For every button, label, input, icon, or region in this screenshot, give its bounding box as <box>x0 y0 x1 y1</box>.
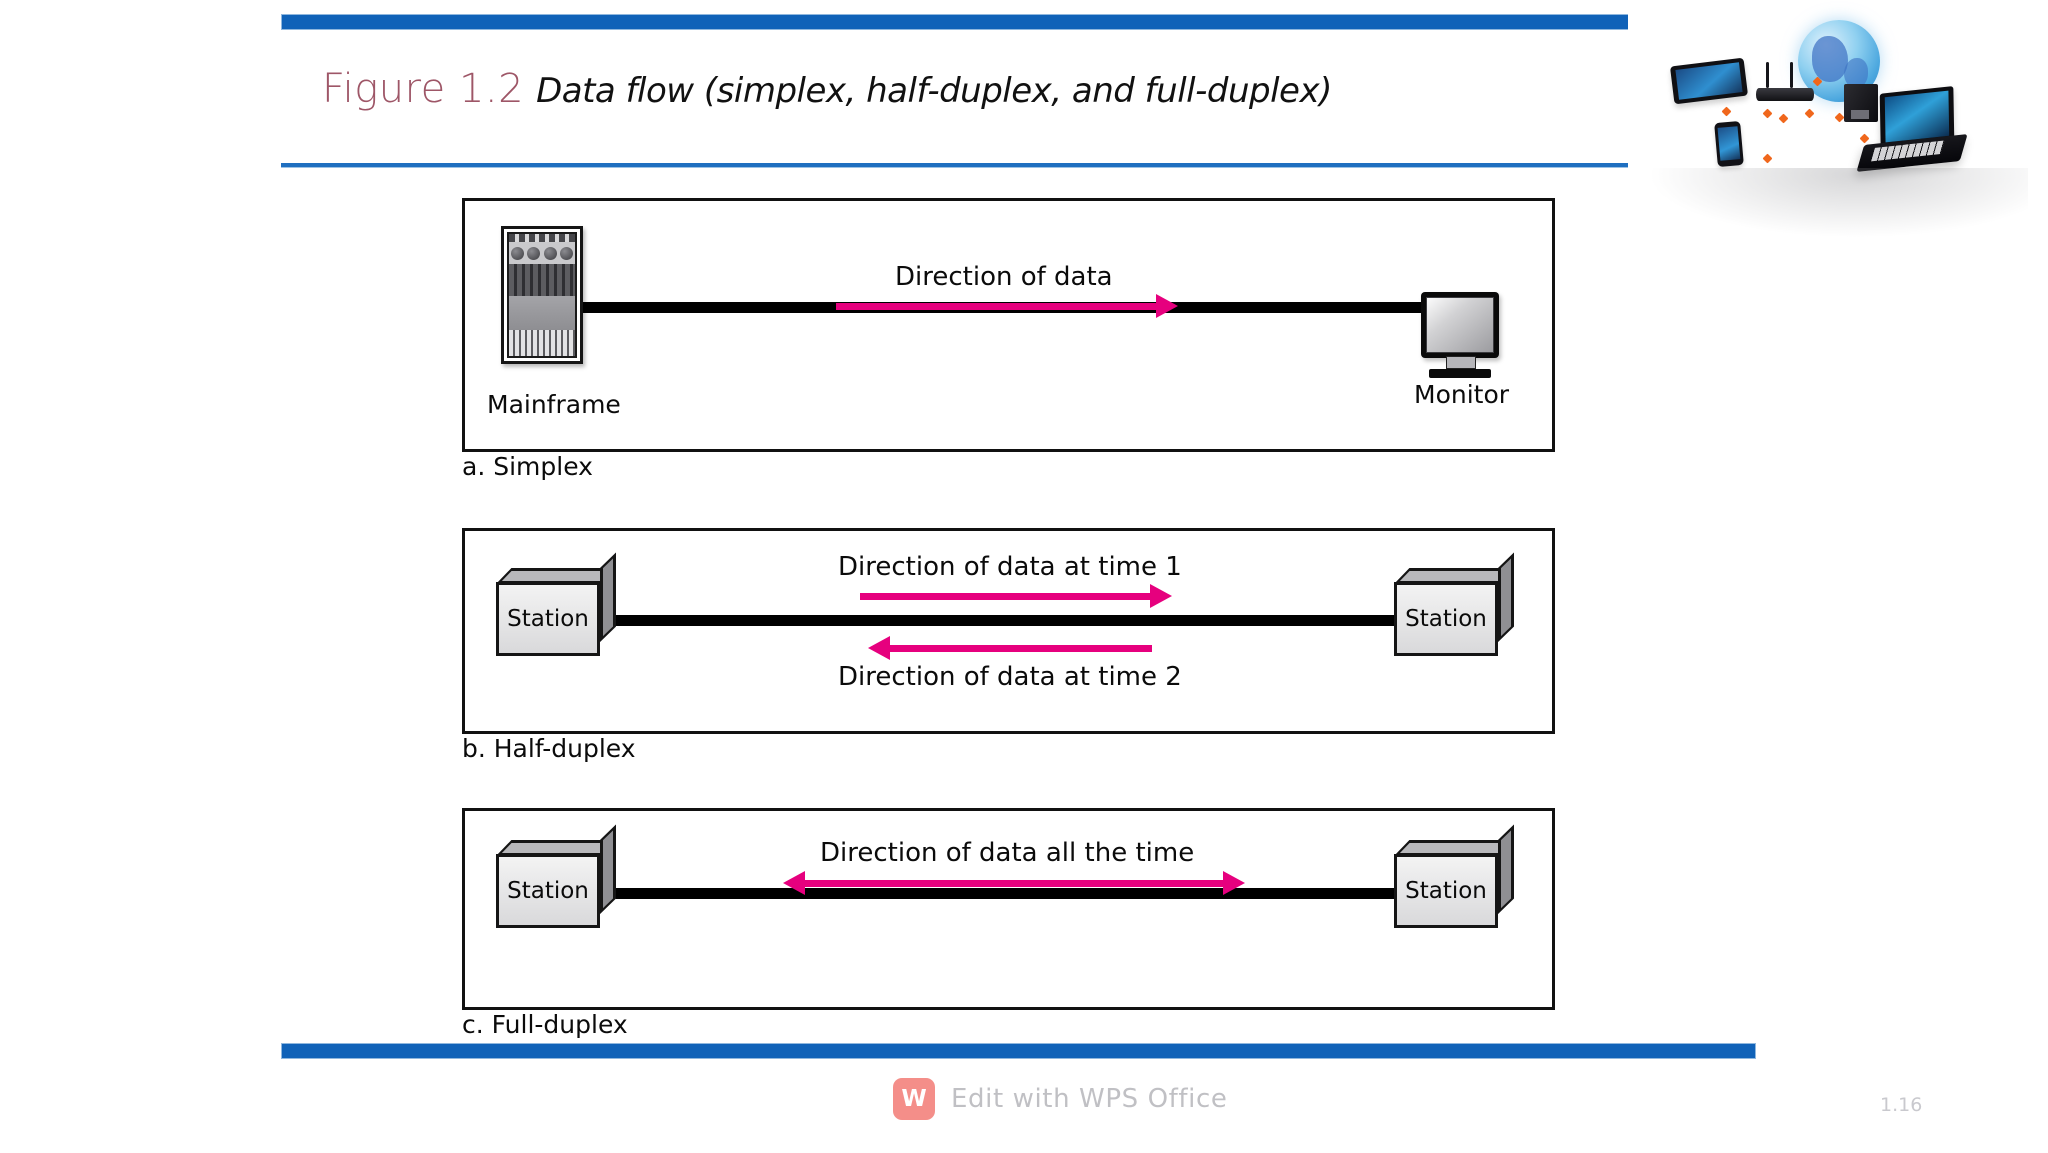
panel-caption-half-duplex: b. Half-duplex <box>462 734 636 763</box>
monitor-label: Monitor <box>1414 380 1510 409</box>
arrow-head-right-half-time1 <box>1150 584 1172 608</box>
panel-caption-full-duplex: c. Full-duplex <box>462 1010 628 1039</box>
arrow-label-simplex: Direction of data <box>895 262 1113 292</box>
station-icon-right-half: Station <box>1394 552 1514 656</box>
wps-office-watermark[interactable]: W Edit with WPS Office <box>893 1078 1227 1120</box>
title-divider-rule <box>281 163 1752 168</box>
diagram-panel-half-duplex <box>462 528 1555 734</box>
arrow-head-right-full-duplex <box>1223 871 1245 895</box>
arrow-label-half-time2: Direction of data at time 2 <box>838 662 1182 692</box>
smartphone-icon <box>1714 120 1744 168</box>
arrow-line-half-time2 <box>890 645 1152 652</box>
arrow-label-full-duplex: Direction of data all the time <box>820 838 1195 868</box>
data-spark-icon <box>1721 106 1732 117</box>
data-spark-icon <box>1762 108 1773 119</box>
laptop-keyboard-icon <box>1856 134 1968 172</box>
cable-half-duplex <box>600 615 1395 626</box>
arrow-head-left-half-time2 <box>868 636 890 660</box>
mainframe-icon <box>501 226 583 364</box>
arrow-head-left-full-duplex <box>783 871 805 895</box>
station-icon-left-full: Station <box>496 824 616 928</box>
arrow-line-simplex <box>836 303 1156 310</box>
router-icon <box>1756 62 1814 101</box>
station-label: Station <box>1405 878 1487 904</box>
figure-number: Figure 1.2 <box>322 66 525 112</box>
page-number: 1.16 <box>1880 1094 1923 1116</box>
data-spark-icon <box>1859 133 1870 144</box>
figure-caption: Data flow (simplex, half-duplex, and ful… <box>536 71 1332 111</box>
monitor-icon <box>1421 292 1499 378</box>
top-accent-bar <box>281 14 1756 30</box>
diagram-panel-full-duplex <box>462 808 1555 1010</box>
illustration-reflection <box>1648 168 2028 238</box>
network-devices-illustration <box>1628 0 2048 250</box>
server-icon <box>1844 84 1878 122</box>
arrow-line-half-time1 <box>860 593 1150 600</box>
arrow-line-full-duplex <box>805 880 1223 887</box>
data-spark-icon <box>1778 113 1789 124</box>
station-label: Station <box>1405 606 1487 632</box>
arrow-label-half-time1: Direction of data at time 1 <box>838 552 1182 582</box>
data-spark-icon <box>1804 108 1815 119</box>
station-label: Station <box>507 606 589 632</box>
diagram-panel-simplex <box>462 198 1555 452</box>
station-icon-left-half: Station <box>496 552 616 656</box>
arrow-head-right-simplex <box>1156 294 1178 318</box>
panel-caption-simplex: a. Simplex <box>462 452 593 481</box>
data-spark-icon <box>1834 112 1845 123</box>
mainframe-label: Mainframe <box>487 390 621 419</box>
station-icon-right-full: Station <box>1394 824 1514 928</box>
wps-logo-icon: W <box>893 1078 935 1120</box>
data-spark-icon <box>1762 153 1773 164</box>
station-label: Station <box>507 878 589 904</box>
wps-watermark-label: Edit with WPS Office <box>951 1084 1228 1114</box>
bottom-accent-bar <box>281 1043 1756 1059</box>
page-title: Figure 1.2 Data flow (simplex, half-duple… <box>322 66 1332 112</box>
cable-full-duplex <box>600 888 1395 899</box>
tablet-icon <box>1669 57 1749 105</box>
